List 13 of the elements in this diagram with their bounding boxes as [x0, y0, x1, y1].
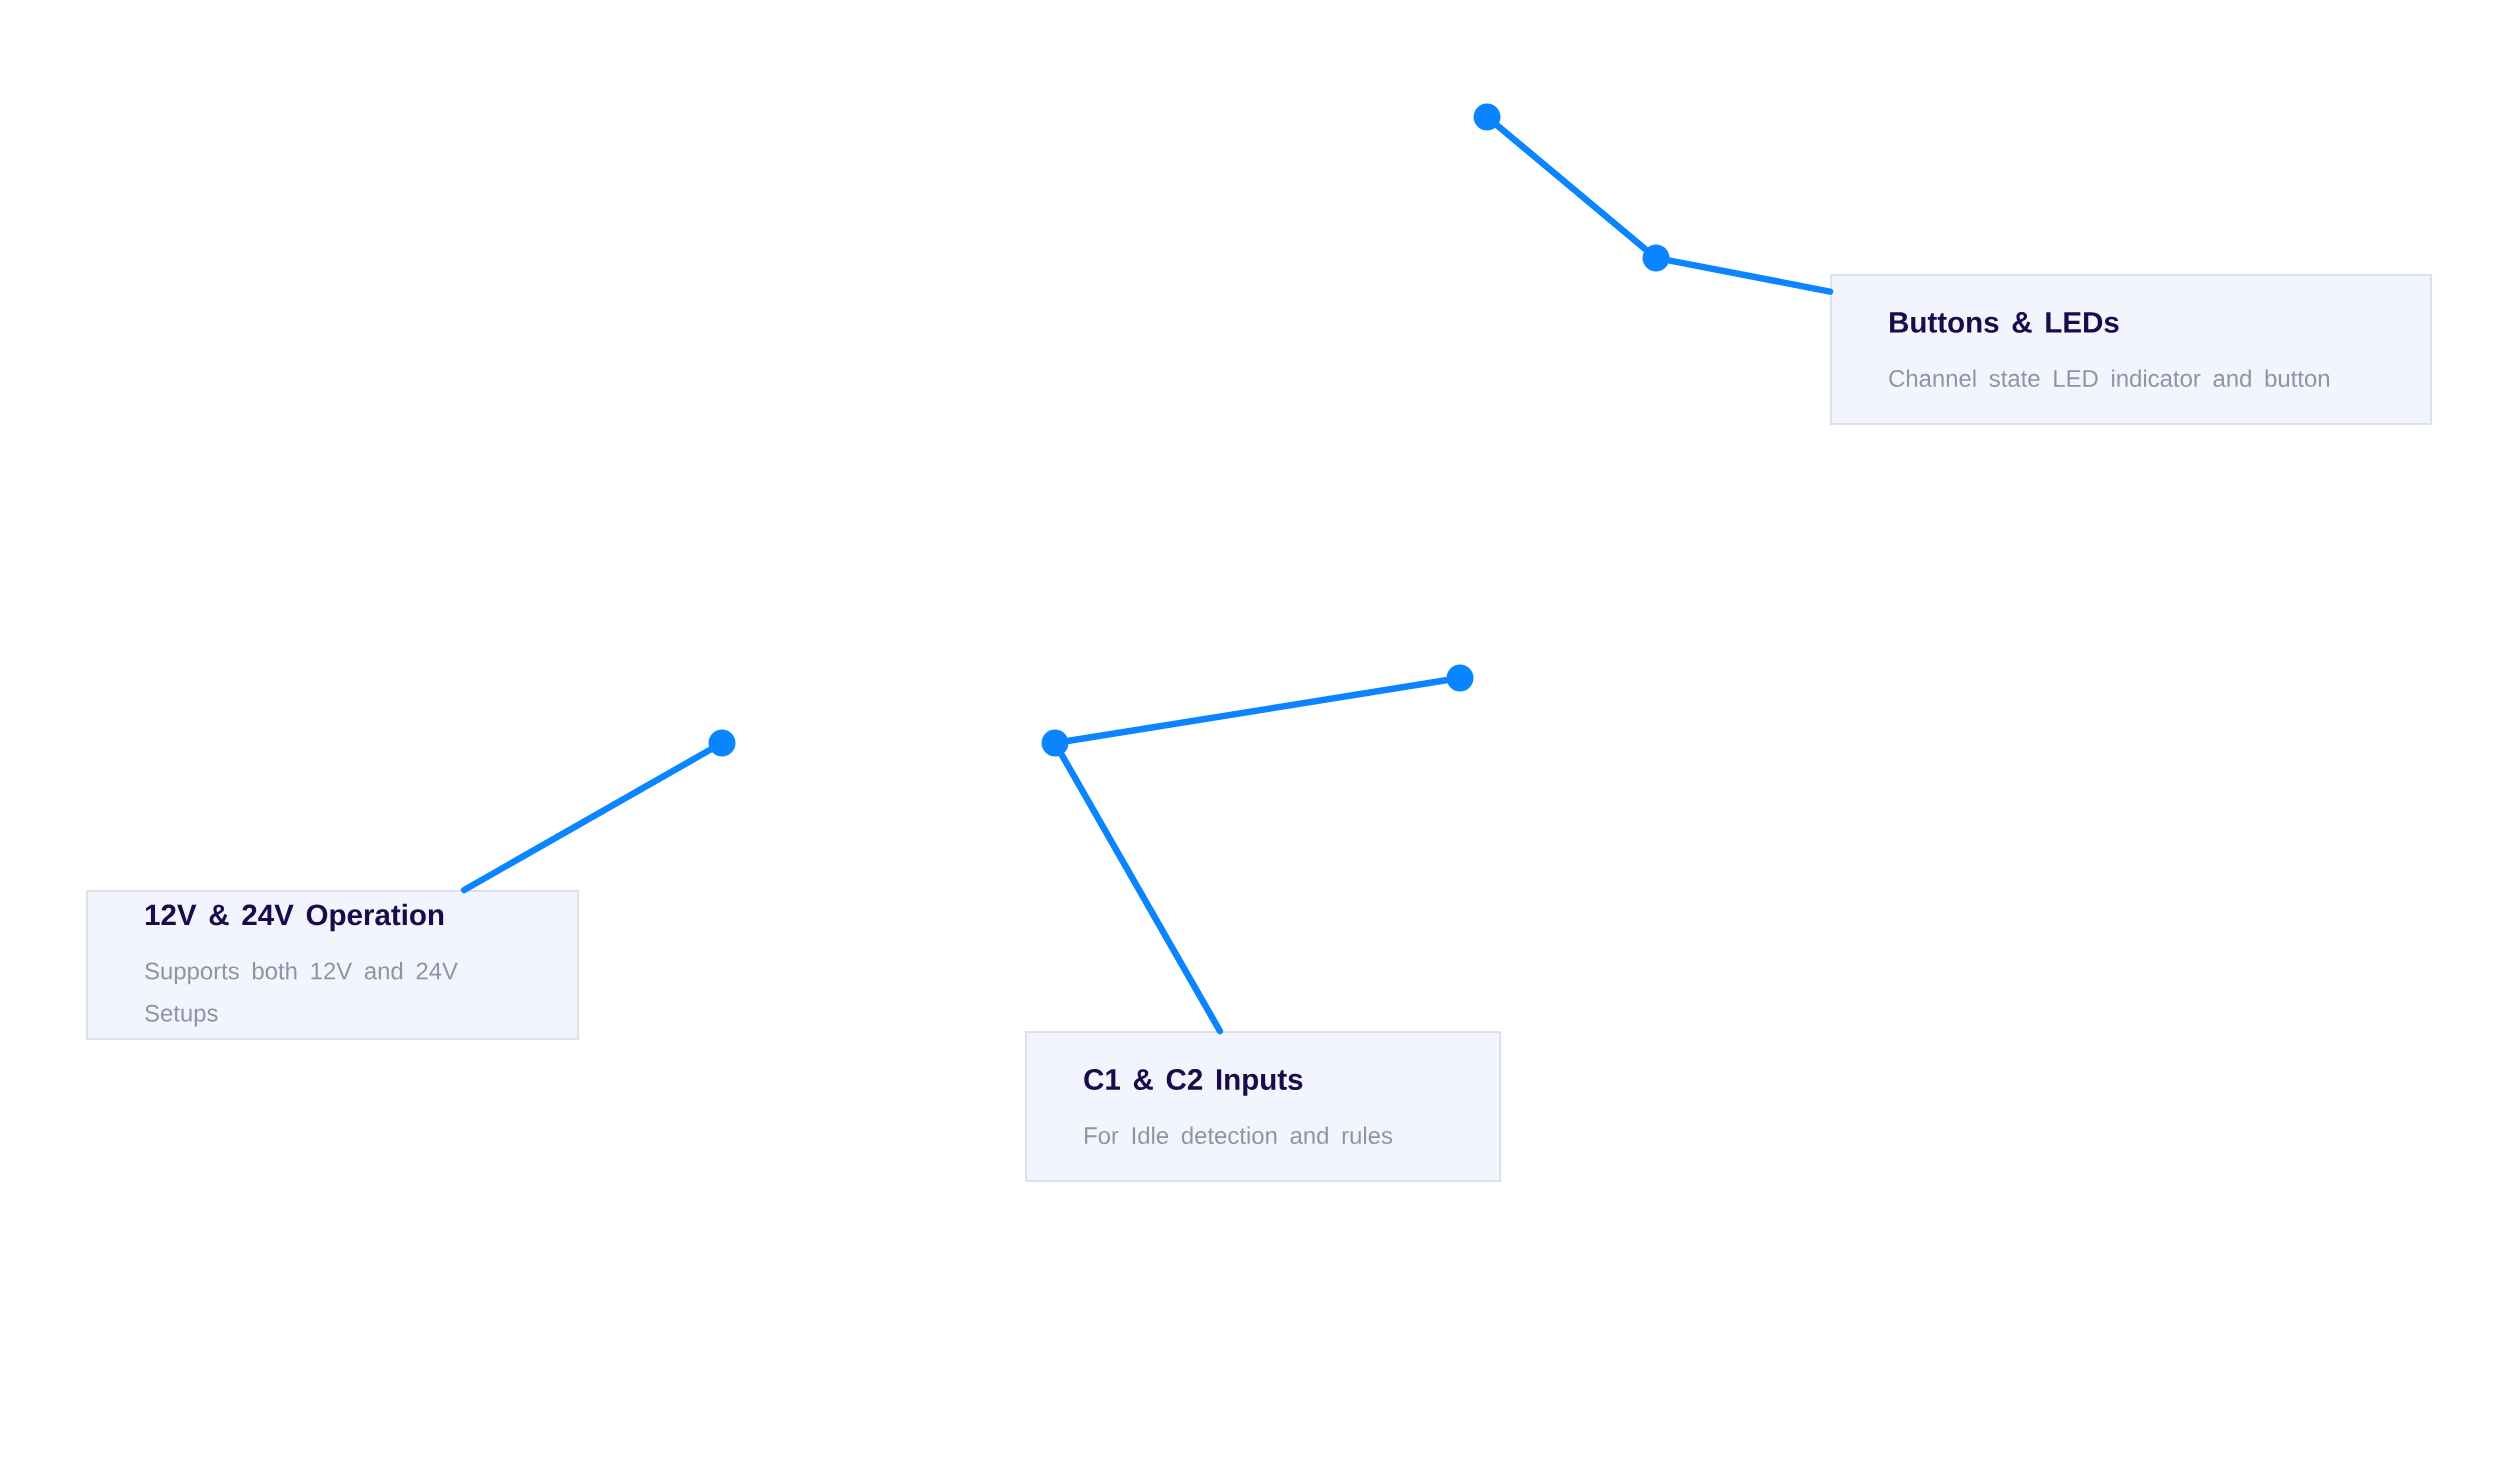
- callout-box: 12V & 24V Operation Supports both 12V and 24V Setups: [86, 890, 580, 1041]
- leader-line: [460, 746, 713, 894]
- marker-dot: [1473, 103, 1501, 131]
- marker-dot: [1041, 729, 1069, 757]
- marker-dot: [1642, 244, 1670, 272]
- leader-line: [1494, 122, 1649, 253]
- leader-line: [1666, 257, 1834, 295]
- marker-dot: [1446, 664, 1474, 692]
- callout-box: C1 & C2 Inputs For Idle detection and rules: [1025, 1031, 1502, 1183]
- marker-dot: [708, 729, 736, 757]
- callout-box: Buttons & LEDs Channel state LED indicator and button: [1830, 274, 2433, 426]
- leader-line: [1058, 752, 1224, 1035]
- leader-line: [1065, 677, 1450, 744]
